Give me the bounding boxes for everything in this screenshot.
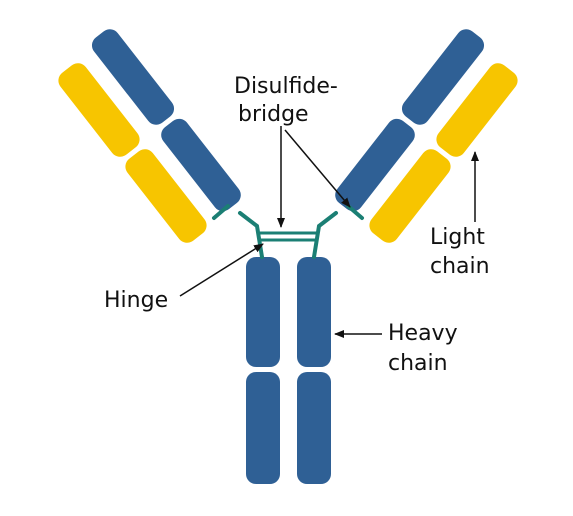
- left-heavy-constant: [161, 118, 241, 212]
- hinge-left-strand: [238, 211, 264, 259]
- right-arm-heavy-chain: [335, 29, 485, 212]
- right-light-to-heavy-link: [346, 204, 364, 220]
- disulfide-bridges: [260, 231, 317, 242]
- right-light-constant: [369, 149, 451, 243]
- heavy-chain-label-line1: Heavy: [388, 321, 458, 346]
- right-light-variable: [436, 63, 518, 157]
- hinge-arrow: [179, 243, 264, 297]
- right-arm-light-chain: [346, 63, 518, 243]
- left-light-variable: [58, 63, 140, 157]
- labels: Disulfide- bridge Light chain Hinge Heav…: [104, 74, 490, 376]
- heavy-chain-left-upper: [246, 257, 280, 367]
- hinge-right-strand: [312, 211, 338, 259]
- heavy-chain-right-upper: [297, 257, 331, 367]
- left-light-to-heavy-link: [212, 204, 230, 220]
- disulfide-label-line1: Disulfide-: [234, 74, 338, 99]
- heavy-chain-right-lower: [297, 372, 331, 484]
- right-heavy-variable: [401, 29, 485, 125]
- disulfide-label-line2: bridge: [238, 102, 309, 127]
- left-light-constant: [125, 149, 207, 243]
- left-heavy-variable: [91, 29, 175, 125]
- disulfide-arrow-diagonal: [284, 129, 351, 208]
- light-chain-label-line1: Light: [430, 225, 485, 250]
- annotation-arrows: [179, 126, 479, 338]
- heavy-chain-label-line2: chain: [388, 351, 448, 376]
- light-chain-label-line2: chain: [430, 254, 490, 279]
- heavy-chain-stem: [246, 257, 331, 484]
- heavy-chain-left-lower: [246, 372, 280, 484]
- left-arm-light-chain: [58, 63, 230, 243]
- left-arm-heavy-chain: [91, 29, 241, 212]
- right-heavy-constant: [335, 118, 415, 212]
- hinge-region: [238, 211, 338, 259]
- hinge-label: Hinge: [104, 288, 168, 313]
